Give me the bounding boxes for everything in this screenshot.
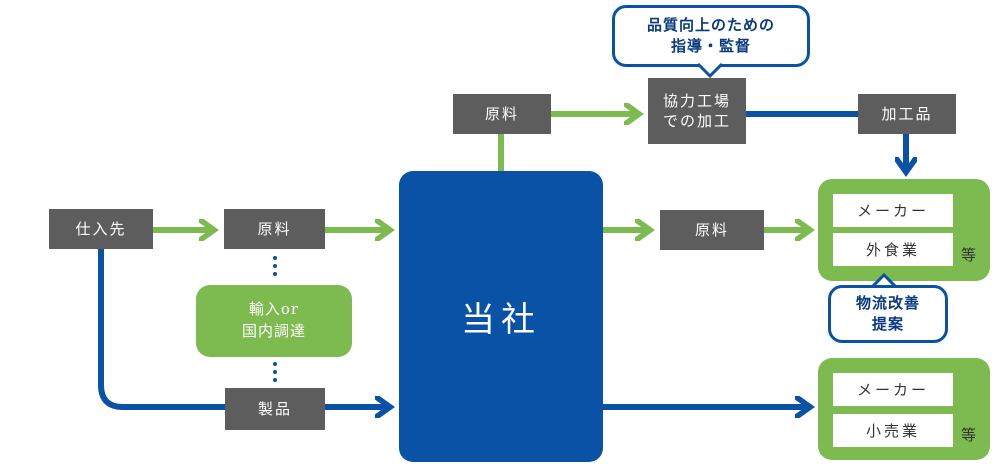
dotted-connector-upper bbox=[273, 256, 277, 280]
quality-guidance-line2: 指導・監督 bbox=[670, 37, 751, 55]
customer-retail-box: 小売業 bbox=[833, 414, 953, 447]
supplier-label: 仕入先 bbox=[75, 219, 127, 238]
raw-material-out-box: 原料 bbox=[660, 210, 764, 250]
company-label: 当社 bbox=[461, 300, 541, 340]
processed-goods-box: 加工品 bbox=[858, 94, 956, 134]
customer-maker-retail-label: メーカー bbox=[856, 381, 929, 399]
product-in-box: 製品 bbox=[225, 388, 325, 430]
dotted-connector-lower bbox=[273, 362, 277, 386]
raw-material-in-box: 原料 bbox=[224, 209, 325, 249]
customer-restaurant-label: 外食業 bbox=[865, 241, 920, 259]
logistics-line1: 物流改善 bbox=[855, 294, 920, 312]
supplier-box: 仕入先 bbox=[49, 209, 153, 249]
customer-maker-label: メーカー bbox=[856, 202, 929, 220]
domestic-label: 国内調達 bbox=[241, 322, 306, 340]
company-box: 当社 bbox=[399, 171, 603, 462]
raw-material-in-label: 原料 bbox=[257, 219, 292, 238]
line-supplier-to-product bbox=[98, 248, 225, 410]
customer-food-etc: 等 bbox=[961, 246, 977, 264]
customer-group-food: メーカー 外食業 等 bbox=[818, 179, 990, 281]
quality-guidance-bubble: 品質向上のための 指導・監督 bbox=[612, 5, 810, 67]
customer-retail-label: 小売業 bbox=[865, 422, 920, 440]
logistics-proposal-bubble: 物流改善 提案 bbox=[828, 285, 948, 343]
customer-maker-box: メーカー bbox=[833, 194, 953, 227]
import-label: 輸入or bbox=[248, 300, 300, 319]
customer-group-retail: メーカー 小売業 等 bbox=[818, 358, 990, 460]
customer-maker-retail-box: メーカー bbox=[833, 373, 953, 406]
processed-goods-label: 加工品 bbox=[881, 104, 933, 123]
raw-material-top-label: 原料 bbox=[484, 104, 519, 123]
customer-restaurant-box: 外食業 bbox=[833, 233, 953, 266]
raw-material-top-box: 原料 bbox=[453, 94, 551, 134]
product-in-label: 製品 bbox=[257, 399, 292, 418]
partner-factory-box: 協力工場 での加工 bbox=[648, 78, 746, 144]
quality-guidance-line1: 品質向上のための bbox=[646, 16, 775, 34]
bubble-tail-top bbox=[696, 63, 724, 79]
import-or-domestic-pill: 輸入or 国内調達 bbox=[196, 285, 352, 357]
logistics-line2: 提案 bbox=[871, 315, 904, 333]
raw-material-out-label: 原料 bbox=[694, 220, 729, 239]
partner-factory-line2: での加工 bbox=[662, 112, 731, 130]
bubble-tail-logistics bbox=[870, 272, 898, 289]
customer-retail-etc: 等 bbox=[961, 426, 977, 444]
partner-factory-line1: 協力工場 bbox=[662, 91, 731, 110]
